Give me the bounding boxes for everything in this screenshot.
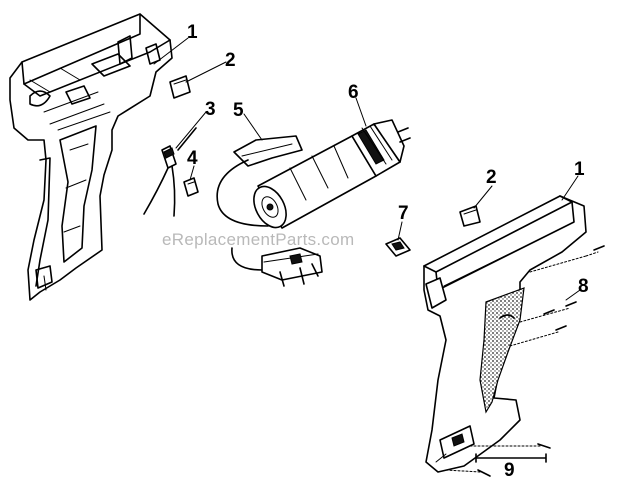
part-7-clip bbox=[385, 237, 411, 257]
part-9-screws bbox=[445, 443, 551, 477]
part-8-screws bbox=[509, 245, 605, 347]
callout-4: 4 bbox=[187, 148, 198, 169]
callout-5: 5 bbox=[233, 100, 244, 121]
right-housing-half bbox=[423, 195, 587, 473]
part-4-connector bbox=[183, 177, 199, 197]
callout-2-right: 2 bbox=[486, 167, 497, 188]
callout-8: 8 bbox=[578, 276, 589, 297]
callout-6: 6 bbox=[348, 82, 359, 103]
leader-lines bbox=[153, 37, 581, 301]
watermark-text: eReplacementParts.com bbox=[162, 230, 354, 249]
callout-7: 7 bbox=[398, 203, 409, 224]
callout-1-right: 1 bbox=[574, 159, 585, 180]
part-2-clip-right bbox=[459, 205, 481, 227]
callout-3: 3 bbox=[205, 99, 216, 120]
callout-2-left: 2 bbox=[225, 50, 236, 71]
part-2-clip-left bbox=[169, 75, 191, 99]
part-6-motor-gearbox bbox=[253, 119, 411, 229]
callout-1-left: 1 bbox=[187, 22, 198, 43]
part-3-wire-leads bbox=[143, 127, 197, 217]
left-housing-half bbox=[9, 13, 173, 301]
part-5-switch-assembly bbox=[216, 135, 323, 287]
callout-9: 9 bbox=[504, 460, 515, 481]
